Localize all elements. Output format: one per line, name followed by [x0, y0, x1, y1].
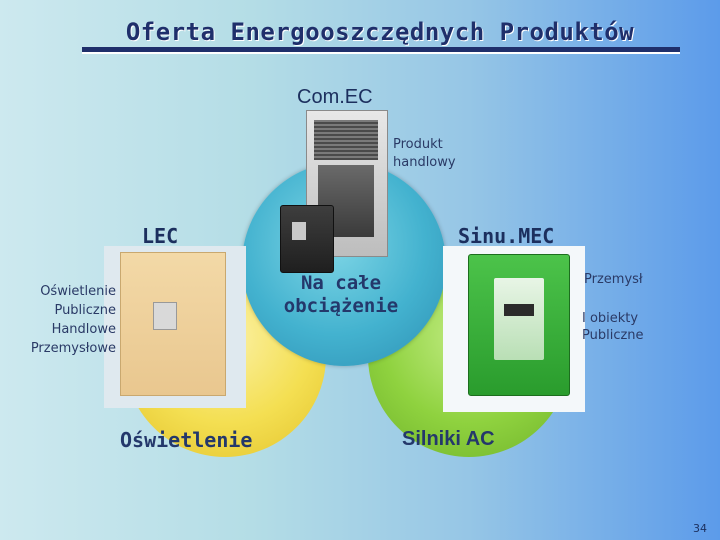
comec-product-label: Com.EC — [297, 86, 373, 109]
public-objects-line2: Publiczne — [582, 327, 644, 344]
sinumec-device-panel — [494, 278, 544, 360]
sinumec-product-label: Sinu.MEC — [458, 224, 554, 248]
ac-motors-circle-label: Silniki AC — [402, 428, 495, 451]
lec-device-display — [153, 302, 177, 330]
public-objects-note: I obiekty Publiczne — [582, 310, 644, 344]
list-item: Publiczne — [8, 301, 116, 320]
lighting-circle-label: Oświetlenie — [120, 428, 252, 452]
comec-note-line2: handlowy — [393, 154, 456, 172]
lec-product-label: LEC — [142, 224, 178, 248]
list-item: Przemysłowe — [8, 339, 116, 358]
comec-note-line1: Produkt — [393, 136, 456, 154]
comec-note: Produkt handlowy — [393, 136, 456, 172]
sinumec-device-display — [504, 304, 534, 316]
list-item: Oświetlenie — [8, 282, 116, 301]
title-underline — [82, 47, 680, 52]
full-load-line1: Na całe — [268, 272, 414, 295]
list-item: Handlowe — [8, 320, 116, 339]
small-controller-image — [280, 205, 334, 273]
full-load-line2: obciążenie — [268, 295, 414, 318]
small-controller-display — [292, 222, 306, 240]
page-number: 34 — [693, 522, 707, 535]
lighting-applications-list: Oświetlenie Publiczne Handlowe Przemysło… — [8, 282, 116, 358]
page-title: Oferta Energooszczędnych Produktów — [0, 18, 720, 46]
comec-device-grill — [314, 120, 378, 160]
industry-note: Przemysł — [584, 272, 643, 287]
public-objects-line1: I obiekty — [582, 310, 644, 327]
full-load-label: Na całe obciążenie — [268, 272, 414, 318]
